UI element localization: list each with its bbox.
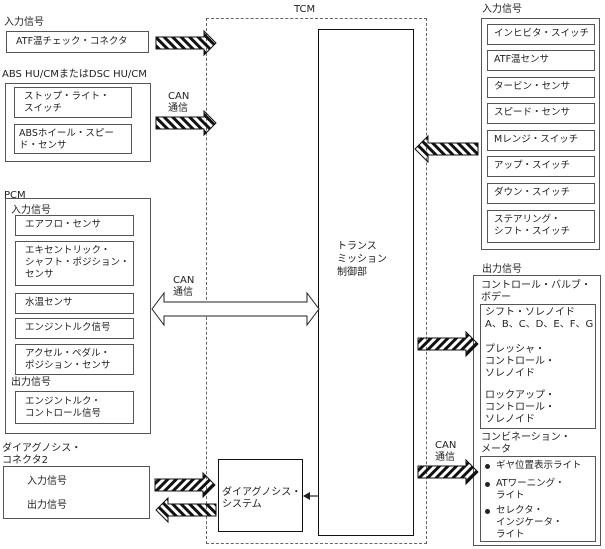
tcm-title: TCM — [294, 4, 316, 15]
engine-torque-signal: エンジントルク信号 — [15, 318, 134, 339]
meter-can-label: CAN 通信 — [435, 440, 457, 463]
selector-indicator-light: セレクタ・ インジケータ・ ライト — [485, 505, 593, 543]
down-switch: ダウン・スイッチ — [487, 183, 595, 204]
tcm-boundary — [206, 18, 427, 544]
right-output-heading: 出力信号 — [482, 264, 522, 275]
speed-sensor: スピード・センサ — [487, 103, 595, 124]
pressure-control-solenoid: プレッシャ・ コントロール・ ソレノイド — [485, 344, 555, 379]
pcm-heading: PCM — [4, 190, 26, 201]
inhibitor-switch: インヒビタ・スイッチ — [487, 24, 595, 45]
pcm-can-label: CAN 通信 — [173, 275, 195, 298]
diag-output-signal: 出力信号 — [27, 500, 67, 511]
transmission-control-label: トランス ミッション 制御部 — [337, 241, 387, 278]
combination-meter-heading: コンビネーション・ メータ — [481, 432, 571, 455]
right-input-heading: 入力信号 — [482, 4, 522, 15]
bullet-icon — [485, 464, 490, 469]
shift-solenoids: シフト・ソレノイド A、B、C、D、E、F、G — [485, 307, 594, 330]
at-warning-light: ATワーニング・ ライト — [485, 478, 593, 504]
up-switch: アップ・スイッチ — [487, 156, 595, 177]
diag-input-to-tcm-arrow — [154, 471, 216, 499]
stop-light-switch: ストップ・ライト・ スイッチ — [14, 87, 132, 118]
right-inputs-to-tcm-arrow — [414, 134, 479, 164]
m-range-switch: Mレンジ・スイッチ — [487, 130, 595, 151]
left-input-heading: 入力信号 — [4, 17, 44, 28]
control-valve-body-heading: コントロール・バルブ・ ボデー — [481, 280, 591, 303]
abs-to-tcm-arrow — [155, 109, 217, 137]
transmission-control-unit — [318, 29, 414, 536]
pcm-tcm-can-arrow — [151, 291, 320, 327]
steering-shift-switch: ステアリング・ シフト・スイッチ — [487, 210, 595, 243]
gear-position-light: ギヤ位置表示ライト — [485, 460, 593, 474]
bullet-icon — [485, 482, 490, 487]
diag-input-signal: 入力信号 — [27, 476, 67, 487]
bullet-icon — [485, 509, 490, 514]
accelerator-pedal-position-sensor: アクセル・ペダル・ ポジション・センサ — [15, 344, 134, 375]
diag-connector-box — [3, 466, 150, 519]
atf-temp-sensor: ATF温センサ — [487, 50, 595, 71]
atf-check-to-tcm-arrow — [155, 29, 217, 57]
abs-heading: ABS HU/CMまたはDSC HU/CM — [2, 69, 147, 80]
turbine-sensor: タービン・センサ — [487, 77, 595, 98]
tcm-to-valve-body-arrow — [417, 330, 479, 358]
combination-meter-box — [480, 456, 596, 542]
abs-can-label: CAN 通信 — [168, 91, 190, 114]
tcm-to-meter-arrow — [417, 458, 479, 486]
diag-connector-heading: ダイアグノシス・ コネクタ2 — [2, 443, 82, 466]
eccentric-shaft-position-sensor: エキセントリック・ シャフト・ポジション・ センサ — [15, 241, 134, 286]
airflow-sensor: エアフロ・センサ — [15, 215, 134, 236]
lockup-control-solenoid: ロックアップ・ コントロール・ ソレノイド — [485, 390, 555, 425]
engine-torque-control-signal: エンジントルク・ コントロール信号 — [15, 391, 134, 424]
abs-wheel-speed-sensor: ABSホイール・スピー ド・センサ — [14, 124, 132, 154]
control-valve-body-box — [480, 304, 596, 429]
water-temp-sensor: 水温センサ — [15, 293, 134, 314]
internal-arrow-to-diagnosis — [303, 492, 318, 500]
diagnosis-system-label: ダイアグノシス・ システム — [222, 487, 302, 510]
atf-temp-check-connector: ATF温チェック・コネクタ — [6, 31, 149, 53]
diagnosis-system-box — [218, 459, 303, 532]
pcm-output-heading: 出力信号 — [11, 377, 51, 388]
pcm-input-heading: 入力信号 — [11, 205, 51, 216]
tcm-to-diag-output-arrow — [155, 496, 217, 524]
